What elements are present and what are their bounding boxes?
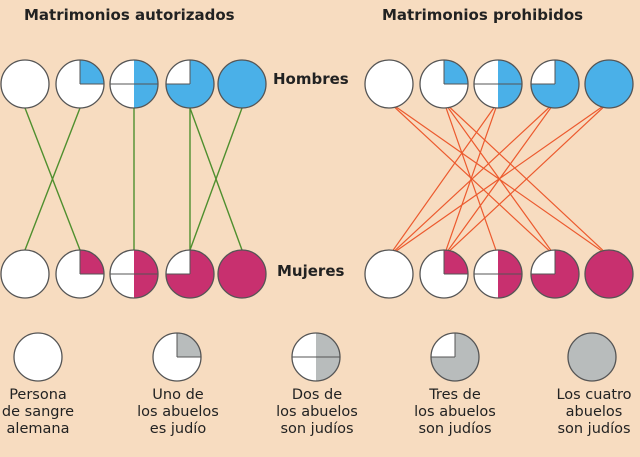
legend-circle-one — [152, 332, 202, 382]
man-circle-forbidden-german — [364, 59, 414, 109]
allowed-line-1 — [24, 107, 81, 251]
woman-circle-forbidden-three — [530, 249, 580, 299]
label-women: Mujeres — [277, 262, 345, 280]
legend-circle-two — [291, 332, 341, 382]
forbidden-line-5 — [388, 101, 499, 257]
label-men: Hombres — [273, 70, 349, 88]
title-forbidden-marriages: Matrimonios prohibidos — [382, 6, 584, 24]
legend-circle-four — [567, 332, 617, 382]
legend-circle-three — [430, 332, 480, 382]
man-circle-forbidden-three — [530, 59, 580, 109]
forbidden-line-6 — [443, 101, 499, 257]
legend-circle-german — [13, 332, 63, 382]
legend-label-german: Persona de sangre alemana — [1, 387, 75, 437]
legend-label-three-jewish-grandparents: Tres de los abuelos son judíos — [414, 387, 496, 437]
title-allowed-marriages: Matrimonios autorizados — [24, 6, 235, 24]
man-circle-allowed-three — [165, 59, 215, 109]
man-circle-allowed-four — [217, 59, 267, 109]
woman-circle-forbidden-one — [419, 249, 469, 299]
man-circle-forbidden-one — [419, 59, 469, 109]
man-circle-forbidden-four — [584, 59, 634, 109]
man-circle-allowed-german — [0, 59, 50, 109]
woman-circle-allowed-three — [165, 249, 215, 299]
man-circle-forbidden-two — [473, 59, 523, 109]
allowed-line-5 — [189, 107, 243, 251]
woman-circle-forbidden-german — [364, 249, 414, 299]
woman-circle-forbidden-four — [584, 249, 634, 299]
woman-circle-allowed-two — [109, 249, 159, 299]
forbidden-line-7 — [388, 101, 556, 257]
woman-circle-forbidden-two — [473, 249, 523, 299]
legend-label-four-jewish-grandparents: Los cuatro abuelos son judíos — [556, 387, 632, 437]
legend-label-one-jewish-grandparent: Uno de los abuelos es judío — [137, 387, 219, 437]
woman-circle-allowed-four — [217, 249, 267, 299]
woman-circle-allowed-one — [55, 249, 105, 299]
man-circle-allowed-two — [109, 59, 159, 109]
legend-label-two-jewish-grandparents: Dos de los abuelos son judíos — [276, 387, 358, 437]
forbidden-line-9 — [388, 101, 610, 257]
forbidden-line-10 — [443, 101, 610, 257]
man-circle-allowed-one — [55, 59, 105, 109]
woman-circle-allowed-german — [0, 249, 50, 299]
